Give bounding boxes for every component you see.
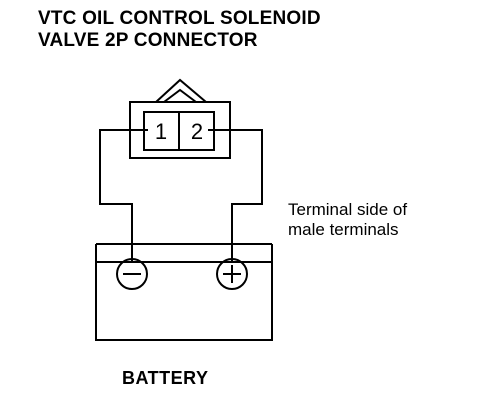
connector-latch-inner [163,88,197,103]
battery-label: BATTERY [122,368,209,388]
battery-case [95,262,273,341]
terminal-note: Terminal side of male terminals [288,200,407,240]
diagram-title: VTC OIL CONTROL SOLENOID VALVE 2P CONNEC… [38,8,321,52]
wire-negative [99,129,148,262]
connector-latch [155,78,207,103]
title-line-2: VALVE 2P CONNECTOR [38,30,258,51]
minus-icon [116,258,148,290]
plus-icon [216,258,248,290]
title-line-1: VTC OIL CONTROL SOLENOID [38,8,321,29]
battery [95,243,273,341]
pin-2-label: 2 [191,119,203,144]
pin-1-label: 1 [155,119,167,144]
note-line-2: male terminals [288,220,399,239]
wire-positive [208,129,263,262]
connector-2p [129,78,231,159]
note-line-1: Terminal side of [288,200,408,219]
